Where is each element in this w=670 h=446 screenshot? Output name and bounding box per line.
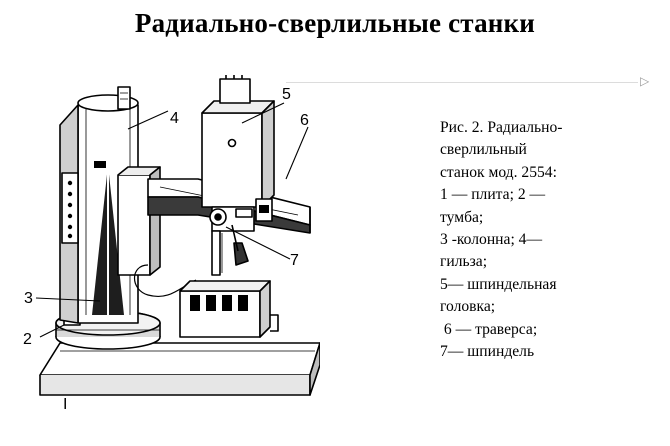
caption-line: 1 — плита; 2 — xyxy=(440,186,546,204)
caption-line: 7— шпиндель xyxy=(440,343,535,361)
callout-7: 7 xyxy=(290,252,299,269)
spindle xyxy=(211,224,249,276)
spindle-head xyxy=(201,75,275,232)
workpiece-table xyxy=(179,280,279,338)
base-plate xyxy=(39,342,320,396)
leader-line-6 xyxy=(285,126,309,180)
caption-line: гильза; xyxy=(440,253,488,271)
footer-mark: I xyxy=(63,396,68,413)
figure-caption: Рис. 2. Радиально- сверлильный станок мо… xyxy=(440,117,665,363)
sleeve xyxy=(94,161,161,276)
leader-line-4 xyxy=(127,110,169,130)
machine-illustration: 2 3 4 5 6 7 xyxy=(20,75,320,445)
slide-title: Радиально-сверлильные станки xyxy=(134,8,536,38)
caption-line: Рис. 2. Радиально- xyxy=(440,119,563,136)
callout-2: 2 xyxy=(23,331,32,348)
callout-6: 6 xyxy=(300,112,309,129)
leader-line-5 xyxy=(241,102,285,124)
caption-line: 5— шпиндельная xyxy=(440,275,557,293)
caption-line: 6 — траверса; xyxy=(440,320,538,338)
caption-line: головка; xyxy=(440,298,496,316)
leader-line-2 xyxy=(39,324,65,338)
title-divider xyxy=(286,82,638,83)
divider-arrow-icon: ▷ xyxy=(640,74,650,88)
callout-3: 3 xyxy=(24,290,33,307)
callout-5: 5 xyxy=(282,86,291,103)
caption-line: сверлильный xyxy=(440,141,527,159)
caption-line: тумба; xyxy=(440,208,484,226)
caption-line: станок мод. 2554: xyxy=(440,163,557,181)
leader-line-3 xyxy=(35,297,101,302)
leader-line-7 xyxy=(225,226,291,260)
radial-drill-drawing: 2 3 4 5 6 7 xyxy=(23,75,320,396)
callout-4: 4 xyxy=(170,110,179,127)
caption-line: 3 -колонна; 4— xyxy=(440,231,543,249)
